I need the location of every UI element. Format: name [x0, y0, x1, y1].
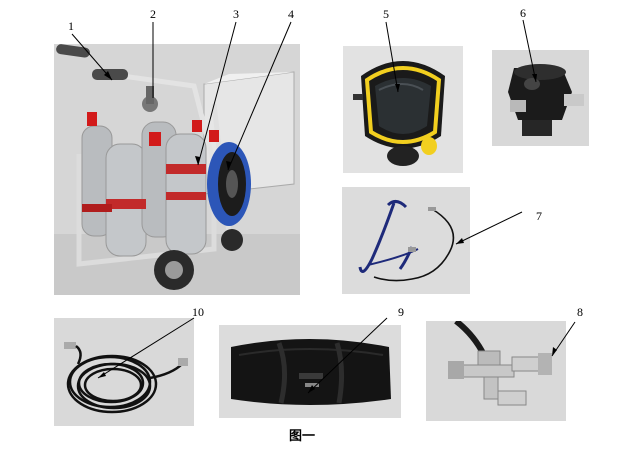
callout-number: 9 — [398, 305, 404, 319]
callout-number: 3 — [233, 7, 239, 21]
callout-number: 6 — [520, 6, 526, 20]
callout-number: 10 — [192, 305, 204, 319]
extension-hose-photo — [54, 318, 194, 426]
cylinder-cart-photo — [54, 44, 300, 295]
callout-number: 7 — [536, 209, 542, 223]
neck-strap-photo — [342, 187, 470, 294]
face-mask-photo — [343, 46, 463, 173]
demand-valve-photo — [492, 50, 589, 146]
callout-number: 2 — [150, 7, 156, 21]
figure-caption: 图一 — [288, 429, 315, 444]
callout-number: 4 — [288, 7, 294, 21]
callout-number: 1 — [68, 19, 74, 33]
tee-connector-photo — [426, 321, 566, 421]
callout-number: 5 — [383, 7, 389, 21]
callout-number: 8 — [577, 305, 583, 319]
carry-bag-photo — [219, 325, 401, 418]
